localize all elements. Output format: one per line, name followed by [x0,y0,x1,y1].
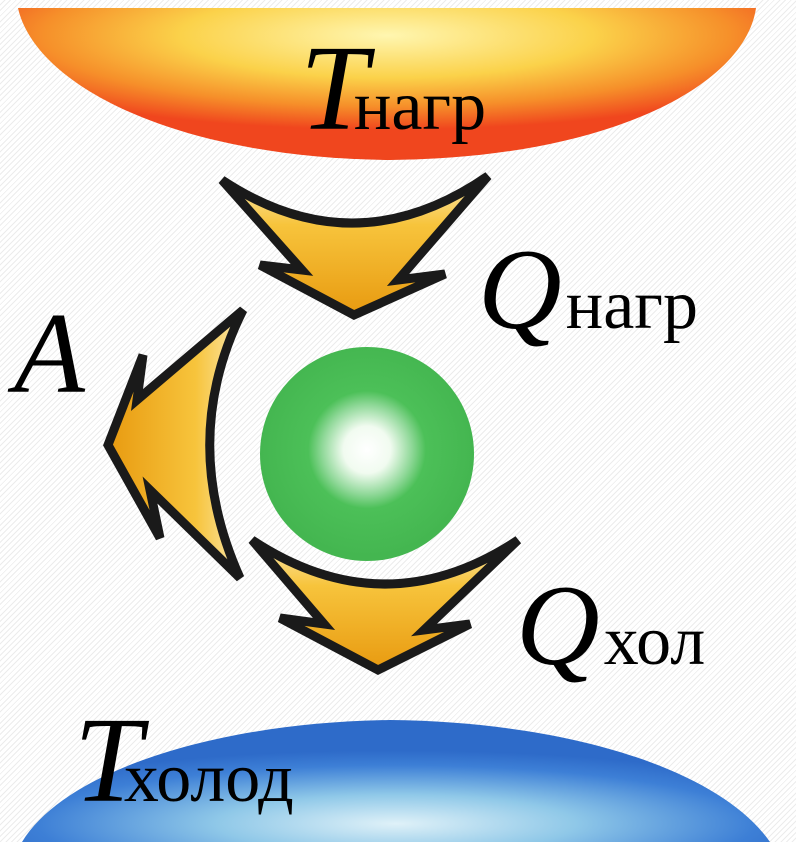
label-t-cold-symbol: T [74,693,142,828]
label-t-hot: Tнагр [300,28,486,150]
label-q-hot: Qнагр [478,232,698,348]
label-t-cold: Tхолод [74,700,294,822]
label-work: A [14,296,85,412]
label-q-cold: Qхол [516,568,705,684]
working-body [260,347,474,561]
label-q-cold-subscript: хол [603,603,706,680]
label-t-cold-subscript: холод [123,740,294,817]
arrow-q-cold [248,536,522,676]
label-q-hot-symbol: Q [478,226,562,354]
label-t-hot-symbol: T [300,21,368,156]
label-q-hot-subscript: нагр [565,267,699,344]
hot-reservoir [18,8,756,160]
label-work-symbol: A [14,290,85,418]
label-q-cold-symbol: Q [516,562,600,690]
label-t-hot-subscript: нагр [353,68,487,145]
arrow-work [103,306,248,582]
arrow-q-hot [218,172,492,321]
cold-reservoir [22,720,770,842]
